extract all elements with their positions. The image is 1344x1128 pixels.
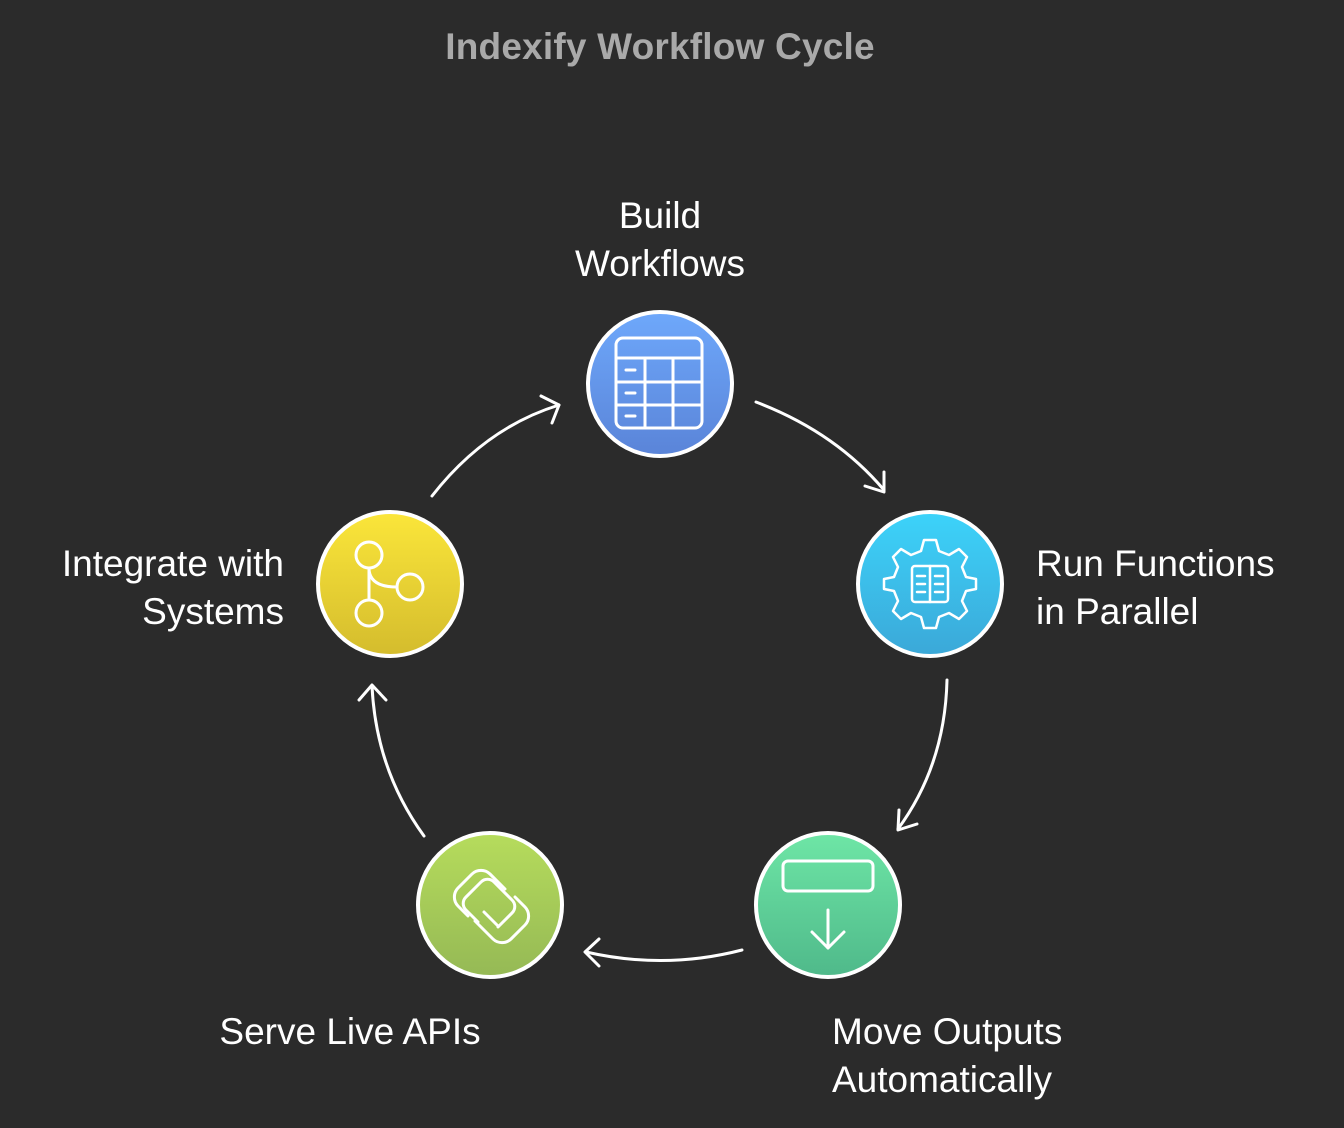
label-integrate-systems: Integrate with Systems (0, 540, 284, 636)
label-run-line2: in Parallel (1036, 591, 1199, 632)
label-build-line1: Build (618, 195, 702, 236)
label-serve-line1: Serve Live APIs (219, 1011, 481, 1052)
download-icon (781, 859, 875, 950)
label-run-functions: Run Functions in Parallel (1036, 540, 1336, 636)
label-integrate-line1: Integrate with (61, 543, 284, 584)
label-serve-apis: Serve Live APIs (150, 1008, 550, 1056)
node-serve-apis (416, 831, 564, 979)
label-build-line2: Workflows (575, 243, 745, 284)
node-move-outputs (754, 831, 902, 979)
label-run-line1: Run Functions (1036, 543, 1275, 584)
label-integrate-line2: Systems (142, 591, 284, 632)
arrow-serve-to-integrate (357, 683, 426, 838)
label-move-line2: Automatically (832, 1059, 1053, 1100)
arrow-run-to-move (896, 678, 949, 832)
table-icon (614, 336, 704, 430)
squarespace-icon (452, 868, 531, 945)
arrow-build-to-run (754, 400, 886, 494)
node-run-functions (856, 510, 1004, 658)
node-build-workflows (586, 310, 734, 458)
arrow-integrate-to-build (430, 394, 561, 498)
label-move-line1: Move Outputs (832, 1011, 1063, 1052)
git-branch-icon (354, 540, 425, 628)
label-move-outputs: Move Outputs Automatically (832, 1008, 1232, 1104)
node-integrate-systems (316, 510, 464, 658)
arrow-move-to-serve (583, 937, 744, 968)
diagram-title: Indexify Workflow Cycle (445, 26, 875, 67)
label-build-workflows: Build Workflows (480, 192, 840, 288)
gear-code-icon (882, 538, 978, 630)
